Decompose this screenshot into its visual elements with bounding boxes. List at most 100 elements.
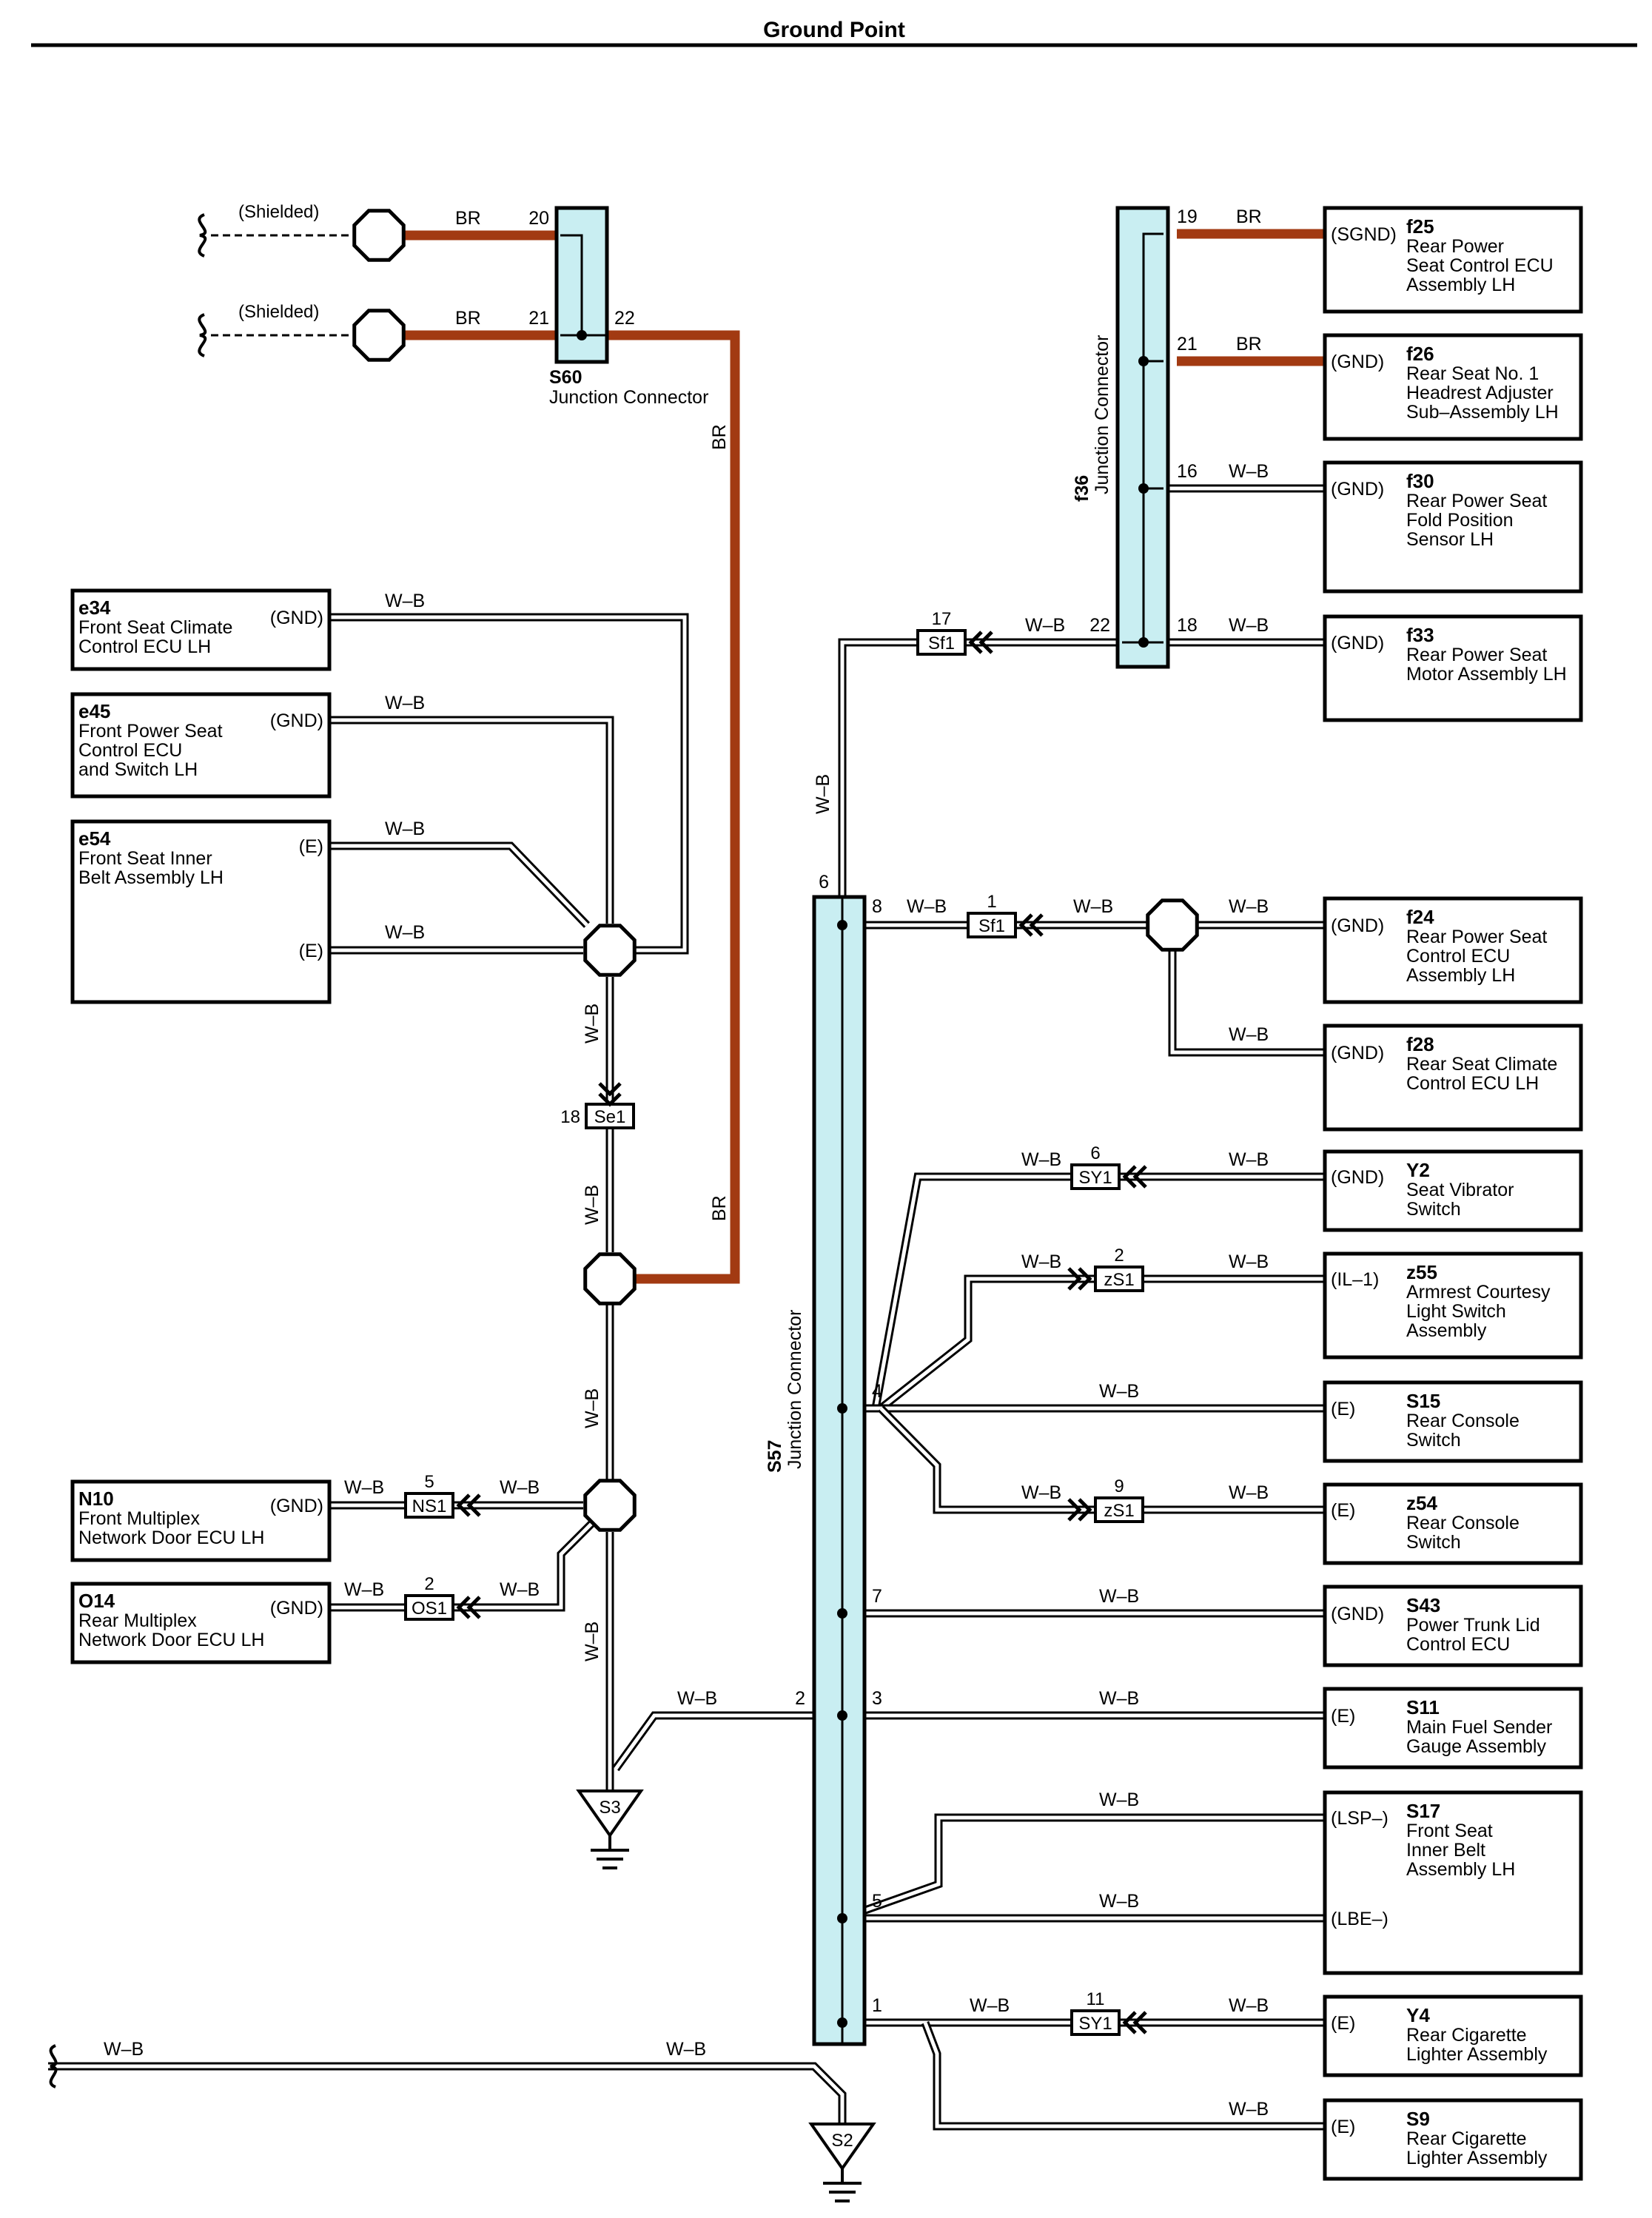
component-pin-s15: (E) [1331,1399,1355,1419]
component-name-s43: Power Trunk Lid [1406,1615,1540,1636]
junction-dot [837,1913,847,1923]
splice-point [583,1252,637,1305]
pin-number: 16 [1177,461,1198,482]
component-name-e34: Front Seat Climate [78,617,232,638]
pin-number: 22 [1089,615,1110,636]
pin-number: 1 [872,1995,882,2016]
inline-connector-id: Sf1 [928,634,955,653]
wb-bottom-core [48,2064,845,2124]
component-s43 [1323,1584,1583,1667]
connector-id-s57: S57 [765,1440,785,1473]
component-pin-f33: (GND) [1331,633,1384,653]
pin-number: 22 [614,308,635,329]
component-id-f30: f30 [1406,470,1434,492]
component-id-z55: z55 [1406,1261,1437,1283]
connector-chevron [1067,1498,1082,1522]
inline-connector-id: OS1 [412,1599,447,1619]
pin-number: 5 [872,1891,882,1912]
wire-label-wb: W–B [1229,1251,1269,1272]
connector-chevron [1078,1498,1092,1522]
component-name-f24: Rear Power Seat [1406,927,1547,947]
wire-label-wb: W–B [970,1995,1010,2016]
component-id-e45: e45 [78,700,110,722]
inline-connector-id: Se1 [594,1107,626,1127]
component-name-e45: and Switch LH [78,759,198,780]
inline-connector-pin: 5 [424,1472,434,1492]
wire-label-wb: W–B [1099,1688,1139,1709]
component-s15 [1323,1380,1583,1463]
inline-connector-pin: 17 [932,609,952,629]
component-id-s17: S17 [1406,1800,1440,1822]
junction-dot [837,920,847,930]
component-name-f25: Seat Control ECU [1406,255,1554,276]
component-name-f30: Fold Position [1406,510,1514,531]
wire-label-wb: W–B [1229,1482,1269,1503]
br-wires [403,229,1325,1284]
component-pin-y2: (GND) [1331,1167,1384,1188]
component-z55 [1323,1251,1583,1360]
component-name-f25: Rear Power [1406,236,1504,257]
wire-label-wb: W–B [344,1579,384,1600]
connector-s60-bus [560,234,583,337]
inline-connector-id: zS1 [1104,1270,1134,1290]
pin-number: 4 [872,1381,882,1402]
component-name-n10: Front Multiplex [78,1508,200,1529]
inline-connector-ns1 [404,1492,454,1519]
wire-label-wb: W–B [907,896,947,917]
wire-break [198,313,207,357]
component-name-f24: Control ECU [1406,946,1510,967]
component-pin-f25: (SGND) [1331,224,1397,245]
component-pin-s43: (GND) [1331,1604,1384,1624]
junction-dot [1138,483,1149,494]
wb-e54a-core [329,844,588,927]
wire-label-wb: W–B [500,1579,540,1600]
component-name-s17: Inner Belt [1406,1840,1485,1861]
diagram-parts [49,206,1583,2202]
wire-label-wb: W–B [1021,1149,1061,1170]
component-id-e54: e54 [78,827,111,850]
component-name-e54: Belt Assembly LH [78,867,224,888]
wire-label-wb: W–B [1073,896,1113,917]
wire-break [49,2044,58,2088]
component-id-s11: S11 [1406,1696,1440,1718]
component-f30 [1323,460,1583,594]
pin-number: 2 [795,1688,805,1709]
component-id-f33: f33 [1406,624,1434,646]
wire-label-wb: W–B [1099,1891,1139,1912]
junction-dot [1138,637,1149,648]
connector-chevron [598,1092,622,1107]
component-pin-o14: (GND) [270,1598,323,1619]
inline-connector-pin: 9 [1114,1476,1124,1496]
splice-point [1146,898,1199,952]
inline-connector-pin: 1 [987,892,996,912]
component-name-f26: Rear Seat No. 1 [1406,363,1539,384]
component-name-n10: Network Door ECU LH [78,1528,264,1548]
component-name-s17: Front Seat [1406,1821,1493,1841]
wb-y2-core [873,1174,1325,1409]
wire-label-wb: W–B [1099,1381,1139,1402]
inline-connector-pin: 6 [1090,1143,1100,1163]
component-pin-z55: (IL–1) [1331,1269,1379,1290]
inline-connector-id: zS1 [1104,1501,1134,1521]
component-name-o14: Rear Multiplex [78,1610,197,1631]
junction-dot [837,1608,847,1619]
wb-y2 [871,1172,1325,1409]
shielded-label: (Shielded) [238,302,319,322]
wb-f28-core [1170,950,1325,1055]
component-id-y2: Y2 [1406,1159,1430,1181]
splice-point [583,1479,637,1532]
wire-label-wb: W–B [677,1688,717,1709]
component-f33 [1323,614,1583,722]
component-id-f25: f25 [1406,215,1434,238]
wire-label-wb: W–B [1229,2099,1269,2120]
component-id-n10: N10 [78,1488,114,1510]
splice-point [583,924,637,977]
shield-splice [352,309,406,362]
inline-connector-sy1_a [1070,1163,1121,1190]
pin-number: 18 [1177,615,1198,636]
wire-label-wb: W–B [104,2039,144,2060]
component-name-y4: Rear Cigarette [1406,2025,1527,2046]
connector-chevron [456,1596,471,1619]
junction-dot [837,1710,847,1721]
component-name-z54: Switch [1406,1532,1461,1553]
